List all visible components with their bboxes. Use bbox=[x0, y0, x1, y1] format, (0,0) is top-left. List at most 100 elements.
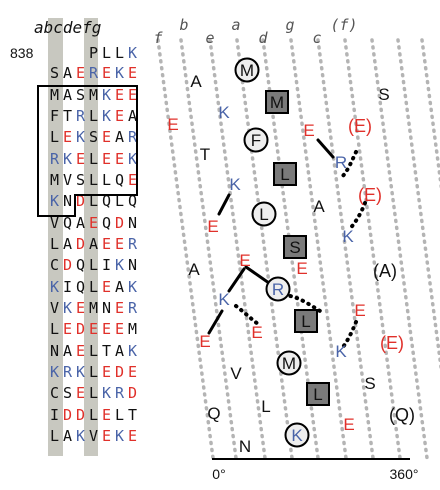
hydrogen-bond bbox=[347, 201, 367, 232]
residue-label: S bbox=[364, 374, 375, 393]
sequence-residue: E bbox=[115, 107, 124, 125]
residue: E bbox=[354, 301, 365, 320]
sequence-residue: R bbox=[128, 235, 138, 253]
residue-circle bbox=[284, 422, 310, 448]
residue-square bbox=[306, 382, 330, 406]
residue-label: K bbox=[291, 426, 303, 445]
sequence-residue: A bbox=[128, 107, 137, 125]
sequence-residue: A bbox=[63, 342, 72, 360]
sequence-residue: Q bbox=[115, 171, 124, 189]
residue-label: E bbox=[207, 217, 218, 236]
helix-position-label: e bbox=[205, 29, 214, 47]
sequence-residue: K bbox=[128, 278, 137, 296]
band-position-d bbox=[84, 18, 98, 456]
residue-label: M bbox=[282, 354, 296, 373]
sequence-residue: K bbox=[63, 299, 72, 317]
sequence-residue: K bbox=[63, 150, 72, 168]
residue-label: E bbox=[167, 115, 178, 134]
sequence-residue: E bbox=[102, 363, 111, 381]
residue: (E) bbox=[348, 116, 372, 136]
sequence-residue: V bbox=[50, 214, 59, 232]
sequence-residue: A bbox=[115, 342, 124, 360]
sequence-residue: Q bbox=[128, 192, 137, 210]
residue: E bbox=[167, 115, 178, 134]
residue-label: L bbox=[280, 165, 289, 184]
residue: E bbox=[296, 259, 307, 278]
sequence-residue: E bbox=[63, 320, 72, 338]
residue-square bbox=[294, 309, 318, 333]
sequence-residue: L bbox=[115, 406, 124, 424]
sequence-residue: L bbox=[50, 128, 59, 146]
residue: V bbox=[230, 364, 242, 383]
sequence-residue: E bbox=[102, 64, 111, 82]
residue: E bbox=[303, 121, 314, 140]
residue-label: L bbox=[259, 205, 268, 224]
axis-start-label: 0° bbox=[212, 466, 225, 482]
sequence-residue: K bbox=[76, 363, 85, 381]
circled-residue: F bbox=[243, 127, 269, 153]
residue-label: A bbox=[190, 72, 202, 91]
boxed-residue: L bbox=[294, 309, 318, 333]
sequence-residue: S bbox=[76, 86, 85, 104]
sequence-residue: D bbox=[115, 214, 124, 232]
sequence-residue: L bbox=[89, 171, 98, 189]
sequence-residue: A bbox=[63, 64, 72, 82]
sequence-residue: L bbox=[102, 171, 111, 189]
helix-position-label: g bbox=[285, 16, 294, 34]
sequence-residue: L bbox=[89, 406, 98, 424]
sequence-residue: R bbox=[115, 384, 125, 402]
sequence-residue: L bbox=[89, 192, 98, 210]
residue-label: S bbox=[378, 85, 389, 104]
residue-label: (E) bbox=[358, 185, 382, 205]
residue-label: F bbox=[251, 131, 261, 150]
sequence-residue: T bbox=[63, 107, 72, 125]
helix-position-label: c bbox=[312, 29, 321, 47]
sequence-residue: L bbox=[115, 192, 124, 210]
sequence-residue: D bbox=[63, 406, 72, 424]
circled-residue: L bbox=[251, 201, 277, 227]
residue-circle bbox=[251, 201, 277, 227]
boxed-residue: S bbox=[283, 235, 307, 259]
sequence-residue: C bbox=[50, 384, 59, 402]
sequence-residue: E bbox=[115, 320, 124, 338]
residue: K bbox=[335, 342, 347, 361]
sequence-residue: I bbox=[50, 406, 59, 424]
helix-track bbox=[316, 38, 375, 460]
sequence-residue: E bbox=[128, 427, 137, 445]
sequence-residue: E bbox=[102, 427, 111, 445]
sequence-residue: E bbox=[128, 86, 137, 104]
sequence-residue: K bbox=[50, 278, 59, 296]
sequence-residue: L bbox=[89, 384, 98, 402]
residue: A bbox=[190, 72, 202, 91]
residue-label: E bbox=[251, 323, 262, 342]
sequence-residue: E bbox=[115, 86, 124, 104]
sequence-residue: E bbox=[76, 64, 85, 82]
sequence-residue: T bbox=[102, 342, 111, 360]
residue: N bbox=[239, 437, 251, 456]
residue-label: N bbox=[239, 437, 251, 456]
salt-bridge bbox=[316, 138, 335, 159]
sequence-residue: Q bbox=[63, 214, 72, 232]
sequence-residue: A bbox=[115, 278, 124, 296]
sequence-residue: C bbox=[50, 256, 59, 274]
sequence-residue: R bbox=[76, 107, 86, 125]
sequence-residue: E bbox=[76, 342, 85, 360]
sequence-residue: Q bbox=[102, 214, 111, 232]
sequence-residue: V bbox=[89, 427, 98, 445]
sequence-residue: E bbox=[102, 320, 111, 338]
sequence-residue: L bbox=[89, 363, 98, 381]
sequence-residue: N bbox=[50, 342, 59, 360]
sequence-residue: K bbox=[115, 427, 124, 445]
residue-circle bbox=[243, 127, 269, 153]
residue-label: R bbox=[335, 153, 347, 172]
sequence-residue: E bbox=[115, 235, 124, 253]
sequence-residue: A bbox=[63, 86, 72, 104]
residue-label: K bbox=[218, 103, 230, 122]
